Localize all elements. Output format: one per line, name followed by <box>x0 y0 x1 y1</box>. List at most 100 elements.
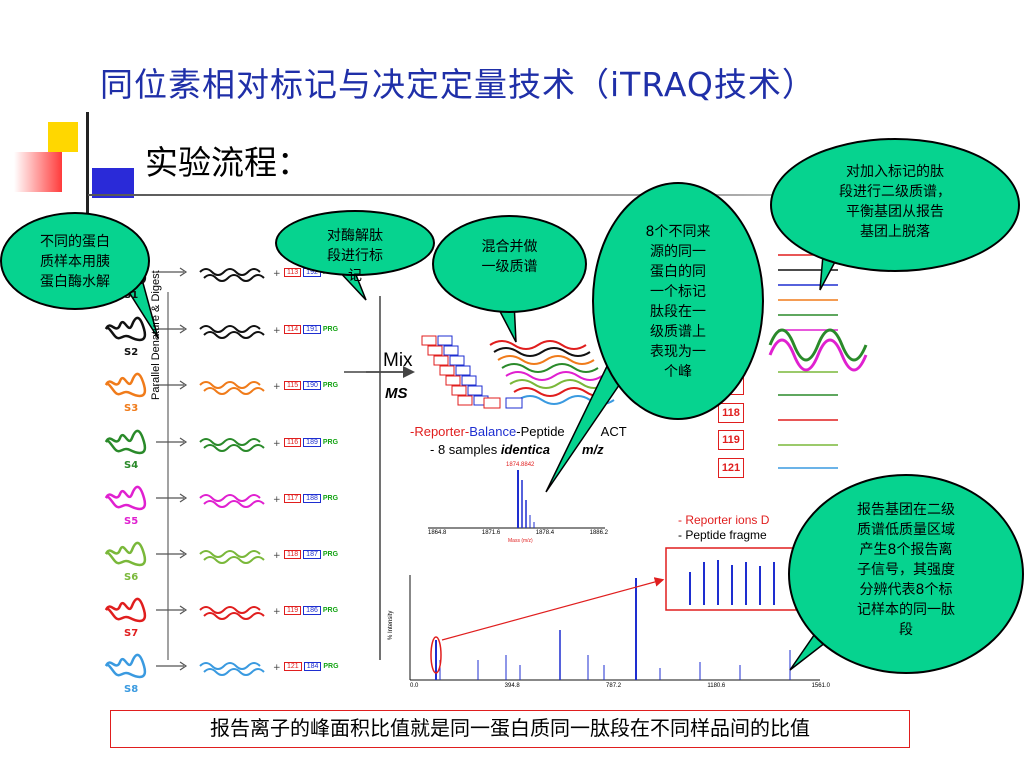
bubble-line: 记 <box>348 268 362 284</box>
peptide-line <box>199 381 261 389</box>
bubble-line: 产生8个报告离 <box>859 542 953 558</box>
sample-label: S3 <box>124 403 139 414</box>
ion-box-118: 118 <box>718 403 744 423</box>
deco-red-square <box>14 152 62 192</box>
fragment-ladder <box>768 254 868 469</box>
ms2-tick: 787.2 <box>606 683 622 689</box>
ms2-legend-reporter: - Reporter ions D <box>678 513 770 527</box>
peptide-line <box>199 268 261 276</box>
bubble-line: 肽段在一 <box>650 304 706 320</box>
balance-group: 190 <box>303 381 321 390</box>
digest-arrow <box>156 549 188 559</box>
bubble-line: 记样本的同一肽 <box>857 602 955 618</box>
protein-blob <box>104 597 147 623</box>
peptide-line <box>203 556 265 564</box>
digest-side-label: Parallel Denature & Digest <box>150 270 162 400</box>
samples-text: - 8 samples <box>430 442 501 457</box>
balance-word: Balance <box>469 424 517 439</box>
conclusion-box: 报告离子的峰面积比值就是同一蛋白质同一肽段在不同样品间的比值 <box>110 710 910 748</box>
peptide-line <box>199 438 261 446</box>
protein-blob <box>104 429 147 455</box>
peptide-line <box>203 331 265 339</box>
mix-label: Mix <box>383 350 413 371</box>
sample-graphic: + <box>104 429 281 455</box>
bubble-line: 子信号，其强度 <box>857 562 955 578</box>
mz-text: m/z <box>581 442 604 457</box>
ms-label: MS <box>385 385 408 402</box>
peptide-line <box>199 606 261 614</box>
peptide-line <box>199 494 261 502</box>
balance-group: 189 <box>303 438 321 447</box>
digest-arrow <box>156 605 188 615</box>
bubble-one-peak: 8个不同来 源的同一 蛋白的同 一个标记 肽段在一 级质谱上 表现为一 个峰 <box>592 182 764 420</box>
bubble-line: 段 <box>899 622 913 638</box>
digest-arrow <box>156 661 188 671</box>
page-title: 同位素相对标记与决定定量技术（iTRAQ技术） <box>100 65 816 104</box>
ms1-tick: 1886.2 <box>589 530 608 536</box>
peptide-line <box>203 612 265 620</box>
peptide-line <box>203 387 265 395</box>
bubble-line: 一级质谱 <box>481 259 538 275</box>
peptide-word: -Peptide <box>516 424 565 439</box>
sample-label: S2 <box>124 347 139 358</box>
peptide-line <box>203 444 265 452</box>
ms1-peak-label: 1874.8842 <box>506 462 535 468</box>
ms1-tick: 1871.6 <box>481 530 501 536</box>
page-subtitle: 实验流程： <box>145 143 310 182</box>
digest-arrow <box>156 493 188 503</box>
digest-arrow <box>156 437 188 447</box>
peptide-reactive-group: PRG <box>322 439 339 446</box>
bubble-line: 段进行二级质谱， <box>839 184 951 200</box>
protein-blob <box>104 541 147 567</box>
reporter-group: 121 <box>284 662 302 671</box>
bubble-line: 平衡基团从报告 <box>846 204 944 220</box>
plus-sign: + <box>273 495 281 505</box>
balance-group: 186 <box>303 606 321 615</box>
ms1-tick: 1864.8 <box>428 530 447 536</box>
plus-sign: + <box>273 663 281 673</box>
reporter-group: 115 <box>284 381 302 390</box>
bubble-digestion: 不同的蛋白 质样本用胰 蛋白酶水解 <box>0 212 150 310</box>
plus-sign: + <box>273 439 281 449</box>
reporter-group: 118 <box>284 550 302 559</box>
bubble-line: 源的同一 <box>650 244 706 260</box>
sample-graphic: + <box>104 372 281 398</box>
reporter-group: 119 <box>284 606 302 615</box>
deco-vertical-line <box>86 112 89 222</box>
ms2-axis: 0.0 394.8 787.2 1180.6 1561.0 <box>410 683 830 689</box>
deco-yellow-square <box>48 122 78 152</box>
reporter-group: 114 <box>284 325 302 334</box>
sample-graphic: + <box>104 653 281 679</box>
bubble-line: 不同的蛋白 <box>40 234 110 250</box>
mixed-tag-stack <box>421 335 523 409</box>
protein-blob <box>104 316 147 342</box>
reporter-word: -Reporter- <box>410 424 470 439</box>
balance-group: 191 <box>303 325 321 334</box>
ion-box-121: 121 <box>718 458 744 478</box>
bubble-line: 质样本用胰 <box>40 254 110 270</box>
ion-box-119: 119 <box>718 430 744 450</box>
digest-arrow <box>156 324 188 334</box>
bubble-line: 分辨代表8个标 <box>859 582 953 598</box>
sample-label: S1 <box>124 290 139 301</box>
peptide-line <box>203 500 265 508</box>
sample-graphic: + <box>104 541 281 567</box>
bubble-ms2-balance: 对加入标记的肽 段进行二级质谱， 平衡基团从报告 基团上脱落 <box>770 138 1020 272</box>
deco-blue-square <box>92 168 134 198</box>
ms2-legend-fragment: - Peptide fragme <box>678 528 767 542</box>
peptide-reactive-group: PRG <box>322 495 339 502</box>
balance-group: 188 <box>303 494 321 503</box>
tag-word: ACT <box>600 424 627 439</box>
plus-sign: + <box>273 551 281 561</box>
bubble-labeling: 对酶解肽 段进行标 记 <box>275 210 435 284</box>
ms1-tick: 1878.4 <box>535 530 555 536</box>
title-underline <box>88 194 1013 196</box>
peptide-reactive-group: PRG <box>323 663 339 670</box>
sample-label: S8 <box>124 684 139 695</box>
